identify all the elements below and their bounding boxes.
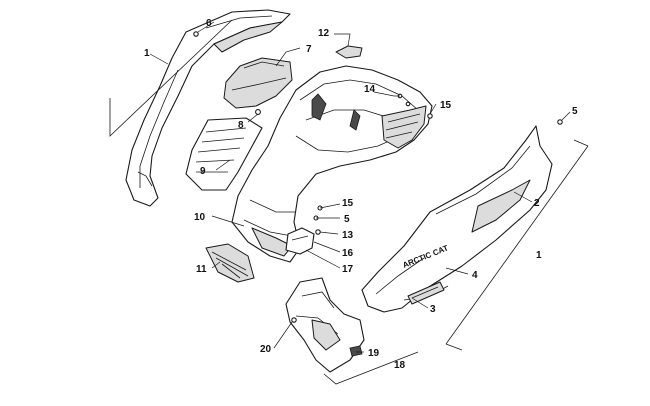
mesh-grille bbox=[205, 243, 255, 283]
callout-16: 16 bbox=[342, 248, 354, 259]
callout-9: 9 bbox=[200, 166, 206, 177]
callout-11: 11 bbox=[196, 264, 207, 275]
main-hood bbox=[231, 65, 433, 263]
callout-1-left: 1 bbox=[144, 48, 150, 59]
callout-4: 4 bbox=[472, 270, 478, 281]
inner-vent bbox=[185, 117, 263, 191]
left-side-panel bbox=[125, 9, 291, 207]
callout-5-top: 5 bbox=[572, 106, 578, 117]
callout-12: 12 bbox=[318, 28, 330, 39]
visor-part bbox=[335, 45, 363, 59]
hardware bbox=[193, 31, 563, 125]
callout-5-mid: 5 bbox=[344, 214, 350, 225]
group-brackets bbox=[109, 19, 589, 385]
callout-7: 7 bbox=[306, 44, 312, 55]
decal-model bbox=[407, 281, 445, 305]
callout-8: 8 bbox=[238, 120, 244, 131]
callout-6: 6 bbox=[206, 18, 212, 29]
upper-panel bbox=[223, 57, 293, 109]
callout-15-top: 15 bbox=[440, 100, 452, 111]
lower-belly-pan bbox=[285, 277, 365, 373]
callout-2: 2 bbox=[534, 198, 540, 209]
callout-13: 13 bbox=[342, 230, 354, 241]
callout-14: 14 bbox=[364, 84, 376, 95]
callout-20: 20 bbox=[260, 344, 272, 355]
callout-15-mid: 15 bbox=[342, 198, 354, 209]
callout-18: 18 bbox=[394, 360, 406, 371]
callout-10: 10 bbox=[194, 212, 206, 223]
callout-3: 3 bbox=[430, 304, 436, 315]
callout-labels: 1 1 2 3 4 5 5 6 7 8 9 10 11 12 13 14 15 … bbox=[144, 18, 578, 371]
callout-19: 19 bbox=[368, 348, 380, 359]
callout-17: 17 bbox=[342, 264, 354, 275]
callout-1-right: 1 bbox=[536, 250, 542, 261]
leader-lines bbox=[149, 21, 571, 353]
bracket-assembly bbox=[285, 205, 323, 255]
